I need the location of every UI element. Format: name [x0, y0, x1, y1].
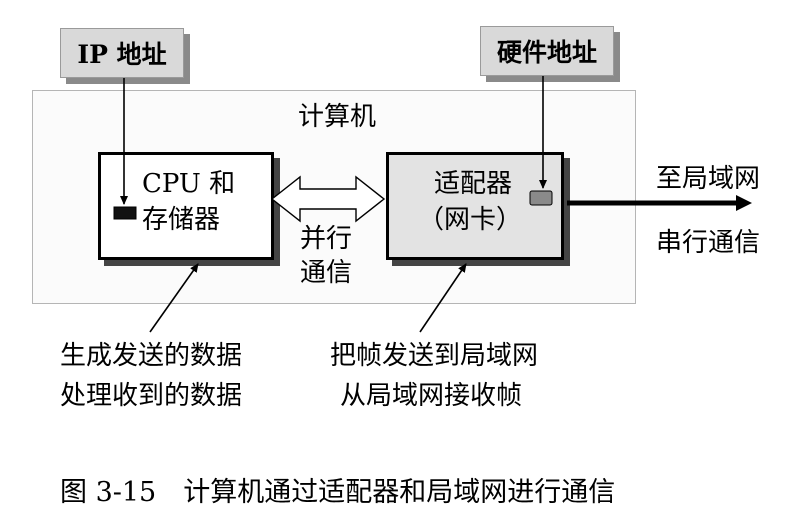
parallel-label-line2: 通信	[300, 258, 353, 288]
lan-label-line1: 至局域网	[656, 164, 761, 194]
hardware-address-label: 硬件地址	[496, 38, 597, 67]
cpu-memory-label: CPU 和 存储器	[142, 166, 235, 238]
cpu-note: 生成发送的数据 处理收到的数据	[60, 336, 242, 416]
ip-address-label: IP 地址	[77, 40, 167, 69]
cpu-memory-box	[98, 152, 274, 260]
adapter-label: 适配器 （网卡）	[418, 166, 522, 238]
cpu-label-line1: CPU 和	[142, 169, 236, 199]
figure-caption: 图 3-15 计算机通过适配器和局域网进行通信	[60, 477, 616, 508]
lan-label-line2: 串行通信	[656, 228, 761, 258]
hardware-address-chip	[529, 190, 553, 206]
adapter-label-line1: 适配器	[434, 169, 513, 199]
ip-address-chip	[113, 206, 137, 220]
hardware-address-tag: 硬件地址	[480, 26, 614, 76]
computer-label: 计算机	[298, 102, 377, 132]
cpu-note-line2: 处理收到的数据	[60, 381, 243, 411]
parallel-comm-label: 并行 通信	[300, 222, 352, 290]
adapter-note-line2: 从局域网接收帧	[340, 381, 523, 411]
ip-address-tag: IP 地址	[60, 28, 184, 78]
parallel-double-arrow	[270, 175, 386, 223]
adapter-label-line2: （网卡）	[418, 205, 523, 235]
adapter-note: 把帧发送到局域网 从局域网接收帧	[330, 336, 538, 416]
adapter-note-line1: 把帧发送到局域网	[330, 341, 539, 371]
parallel-label-line1: 并行	[300, 224, 353, 254]
lan-serial-arrow-head	[736, 195, 752, 211]
adapter-box	[386, 152, 564, 260]
cpu-label-line2: 存储器	[142, 205, 221, 235]
cpu-note-pointer	[149, 263, 199, 333]
adapter-note-pointer	[419, 263, 467, 333]
cpu-note-line1: 生成发送的数据	[60, 341, 243, 371]
